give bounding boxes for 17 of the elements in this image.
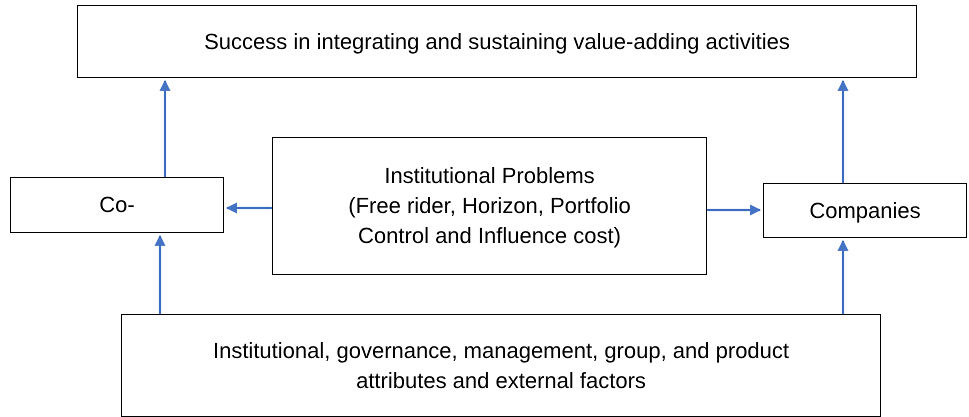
arrow — [226, 202, 272, 214]
box-text: Co- — [99, 191, 135, 220]
box-text: Institutional, governance, management, group, and product attributes and external factors — [212, 336, 790, 394]
problem-box — [272, 137, 707, 275]
box-text: Success in integrating and sustaining value-adding activities — [204, 28, 790, 56]
process-box — [10, 177, 224, 233]
box-text: (Free rider, Horizon, Portfolio Control and Influence cost) — [347, 192, 632, 250]
factor-box — [121, 314, 881, 417]
arrow — [838, 240, 848, 314]
outcome-box — [77, 5, 917, 78]
arrow — [838, 80, 848, 183]
arrow — [707, 204, 762, 216]
process-box — [763, 183, 967, 238]
arrow — [154, 234, 166, 314]
arrow — [160, 80, 170, 177]
box-text: Companies — [809, 196, 921, 225]
box-heading: Institutional Problems — [384, 162, 595, 190]
